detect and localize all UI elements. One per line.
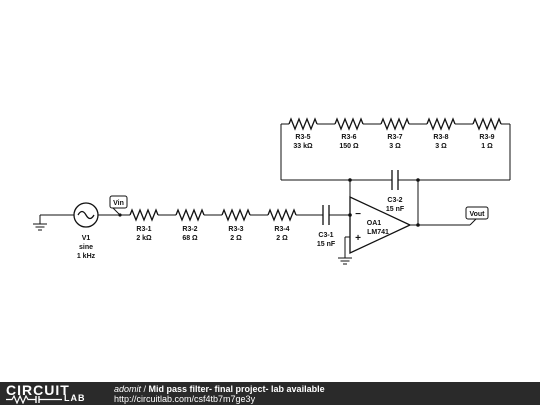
resistor-r3-6[interactable] — [334, 117, 364, 131]
r3-3-value: 2 Ω — [230, 235, 242, 242]
ground-left — [33, 214, 74, 231]
schematic-canvas: V1 sine 1 kHz Vin R3-1 2 kΩ R3-2 68 Ω R3… — [33, 117, 511, 265]
circuitlab-logo[interactable]: CIRCUIT LAB — [6, 382, 106, 404]
r3-4-name: R3-4 — [274, 226, 289, 233]
opamp-name: OA1 — [367, 220, 382, 227]
r3-7-name: R3-7 — [387, 134, 402, 141]
credit-separator: / — [141, 384, 149, 394]
c3-2-value: 15 nF — [386, 206, 405, 213]
author-name[interactable]: adomit — [114, 384, 142, 394]
resistor-r3-4[interactable] — [267, 208, 297, 222]
r3-1-value: 2 kΩ — [136, 235, 152, 242]
r3-6-value: 150 Ω — [339, 143, 359, 150]
capacitor-c3-1[interactable] — [322, 205, 330, 225]
vout-port[interactable]: Vout — [465, 206, 489, 226]
vin-label: Vin — [113, 200, 124, 207]
opamp-oa1[interactable] — [349, 195, 412, 255]
r3-9-value: 1 Ω — [481, 143, 493, 150]
resistor-r3-9[interactable] — [472, 117, 502, 131]
circuit-title: Mid pass filter- final project- lab avai… — [148, 384, 325, 394]
footer-bar: CIRCUIT LAB adomit / Mid pass filter- fi… — [0, 382, 540, 405]
ground-opamp — [338, 236, 352, 265]
c3-2-name: C3-2 — [387, 197, 402, 204]
resistor-r3-2[interactable] — [175, 208, 205, 222]
r3-2-value: 68 Ω — [182, 235, 198, 242]
logo-text-top: CIRCUIT — [6, 382, 70, 398]
capacitor-c3-2[interactable] — [391, 170, 399, 190]
r3-1-name: R3-1 — [136, 226, 151, 233]
logo-text-bottom: LAB — [64, 393, 86, 403]
vout-label: Vout — [469, 211, 485, 218]
r3-6-name: R3-6 — [341, 134, 356, 141]
source-v1-freq: 1 kHz — [77, 253, 96, 260]
r3-8-value: 3 Ω — [435, 143, 447, 150]
resistor-r3-1[interactable] — [129, 208, 159, 222]
r3-5-value: 33 kΩ — [293, 143, 313, 150]
r3-5-name: R3-5 — [295, 134, 310, 141]
source-v1-type: sine — [79, 244, 93, 251]
resistor-r3-3[interactable] — [221, 208, 251, 222]
opamp-part: LM741 — [367, 229, 389, 236]
r3-8-name: R3-8 — [433, 134, 448, 141]
circuit-url[interactable]: http://circuitlab.com/csf4tb7m7ge3y — [114, 394, 256, 404]
r3-2-name: R3-2 — [182, 226, 197, 233]
r3-9-name: R3-9 — [479, 134, 494, 141]
opamp-minus: − — [355, 209, 361, 220]
r3-4-value: 2 Ω — [276, 235, 288, 242]
opamp-plus: + — [355, 233, 361, 244]
resistor-r3-5[interactable] — [288, 117, 318, 131]
c3-1-name: C3-1 — [318, 232, 333, 239]
circuit-credit: adomit / Mid pass filter- final project-… — [114, 384, 325, 394]
resistor-r3-8[interactable] — [426, 117, 456, 131]
source-v1-name: V1 — [82, 235, 91, 242]
logo-wave-icon — [6, 395, 62, 404]
resistor-r3-7[interactable] — [380, 117, 410, 131]
c3-1-value: 15 nF — [317, 241, 336, 248]
vin-port[interactable]: Vin — [109, 195, 128, 216]
r3-7-value: 3 Ω — [389, 143, 401, 150]
r3-3-name: R3-3 — [228, 226, 243, 233]
